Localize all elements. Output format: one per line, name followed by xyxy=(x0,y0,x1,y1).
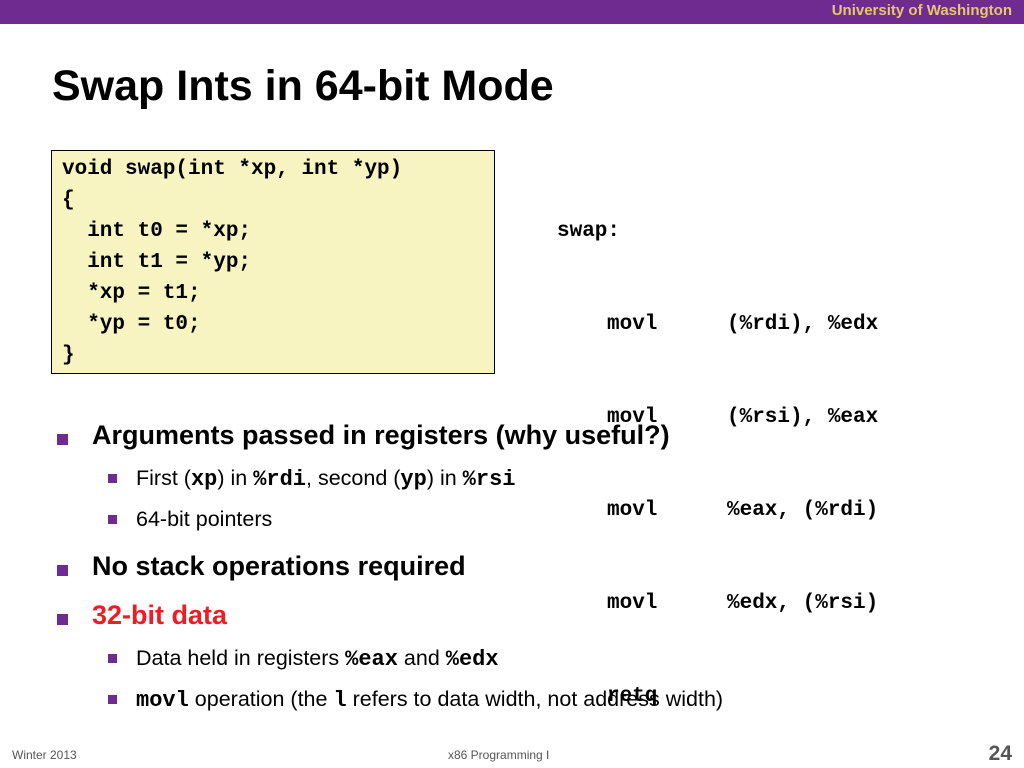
asm-line: movl (%rdi), %edx xyxy=(557,309,878,340)
text-segment: , second ( xyxy=(306,466,401,490)
text-segment: ) in xyxy=(217,466,254,490)
page-number: 24 xyxy=(988,742,1012,765)
square-bullet-icon xyxy=(108,654,117,663)
sub-bullet-64bit-pointers: 64-bit pointers xyxy=(136,507,273,531)
asm-args: (%rdi), %edx xyxy=(727,313,879,336)
code-line: } xyxy=(62,344,75,367)
sub-bullet-first-second: First (xp) in %rdi, second (yp) in %rsi xyxy=(136,466,515,492)
text-segment: First ( xyxy=(136,466,191,490)
asm-args: %eax, (%rdi) xyxy=(727,499,879,522)
code-line: int t1 = *yp; xyxy=(62,251,252,274)
code-line: { xyxy=(62,189,75,212)
square-bullet-icon xyxy=(57,565,68,576)
sub-bullet-registers: Data held in registers %eax and %edx xyxy=(136,646,499,672)
code-edx: %edx xyxy=(445,647,499,672)
square-bullet-icon xyxy=(57,434,68,445)
c-code-box xyxy=(51,150,495,374)
code-rdi: %rdi xyxy=(253,467,306,492)
header-bar: University of Washington xyxy=(0,0,1024,24)
text-segment: Data held in registers xyxy=(136,646,346,670)
text-segment: refers to data width, not address width) xyxy=(346,687,724,711)
bullet-32bit-data: 32-bit data xyxy=(92,600,228,630)
sub-bullet-movl: movl operation (the l refers to data wid… xyxy=(136,687,723,713)
asm-line: movl (%rsi), %eax xyxy=(557,402,878,433)
code-eax: %eax xyxy=(345,647,398,672)
asm-line: movl %edx, (%rsi) xyxy=(557,588,878,619)
bullet-arguments: Arguments passed in registers (why usefu… xyxy=(92,420,670,450)
asm-op: movl xyxy=(607,406,658,429)
asm-args: %edx, (%rsi) xyxy=(727,592,879,615)
code-xp: xp xyxy=(190,467,218,492)
text-segment: ) in xyxy=(426,466,463,490)
asm-op: movl xyxy=(607,592,658,615)
asm-line: movl %eax, (%rdi) xyxy=(557,495,878,526)
slide-title: Swap Ints in 64-bit Mode xyxy=(52,62,554,110)
footer-course: x86 Programming I xyxy=(448,748,550,762)
asm-args: (%rsi), %eax xyxy=(727,406,879,429)
code-line: void swap(int *xp, int *yp) xyxy=(62,158,403,181)
university-name: University of Washington xyxy=(831,2,1012,19)
square-bullet-icon xyxy=(57,614,68,625)
text-segment: and xyxy=(397,646,446,670)
footer-term: Winter 2013 xyxy=(12,748,77,762)
asm-op: movl xyxy=(607,313,658,336)
code-l: l xyxy=(333,688,347,713)
square-bullet-icon xyxy=(108,695,117,704)
square-bullet-icon xyxy=(108,515,117,524)
code-yp: yp xyxy=(400,467,427,492)
code-rsi: %rsi xyxy=(462,467,516,492)
text-segment: operation (the xyxy=(188,687,334,711)
code-line: int t0 = *xp; xyxy=(62,220,252,243)
code-line: *yp = t0; xyxy=(62,313,201,336)
square-bullet-icon xyxy=(108,474,117,483)
code-line: *xp = t1; xyxy=(62,282,201,305)
c-code-block: void swap(int *xp, int *yp) { int t0 = *x… xyxy=(62,154,402,371)
asm-line: retq xyxy=(557,681,657,712)
asm-op: movl xyxy=(607,499,658,522)
code-movl: movl xyxy=(136,688,189,713)
asm-op: retq xyxy=(607,685,658,708)
asm-label: swap: xyxy=(557,220,621,243)
bullet-no-stack: No stack operations required xyxy=(92,551,466,581)
assembly-block: swap: movl(%rdi), %edx movl(%rsi), %eax … xyxy=(557,154,878,743)
